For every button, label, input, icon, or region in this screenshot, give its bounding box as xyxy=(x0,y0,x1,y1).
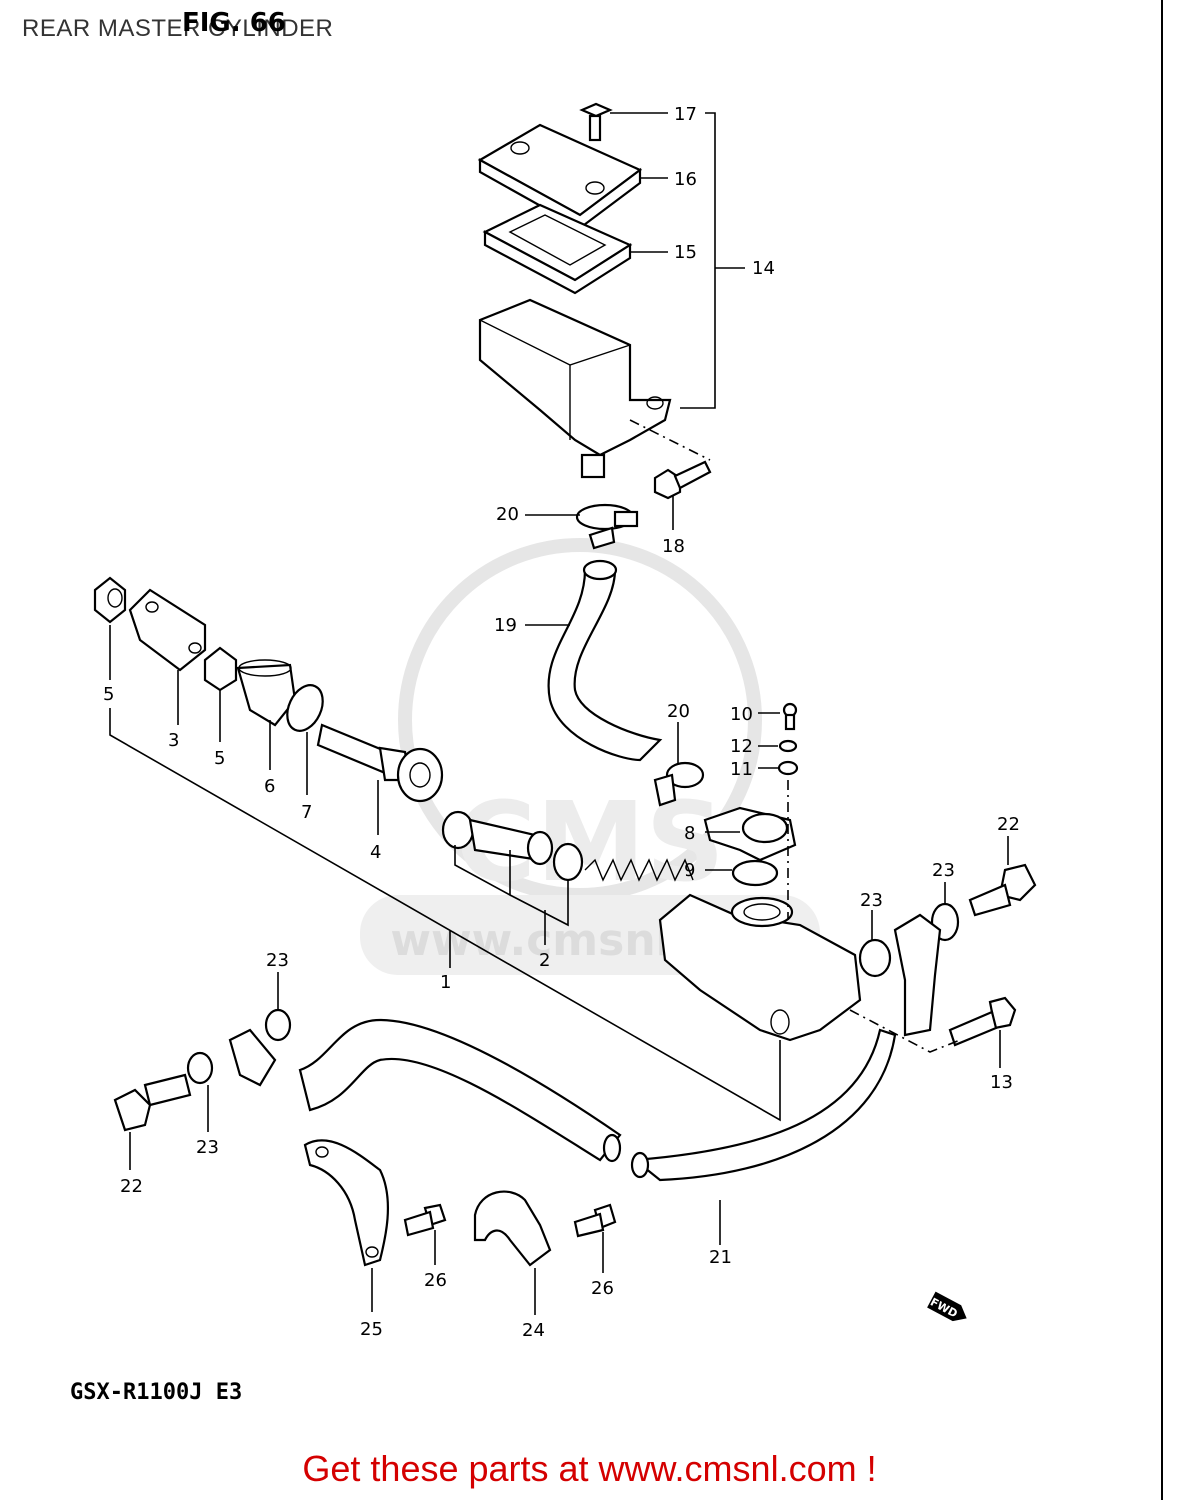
part-union-bolt-22-left xyxy=(113,1073,192,1132)
callout-16: 16 xyxy=(674,169,697,190)
part-reservoir-body xyxy=(478,298,672,479)
callout-20-lower: 20 xyxy=(667,701,690,722)
callout-11: 11 xyxy=(730,759,753,780)
part-clamp-20-upper xyxy=(575,503,639,550)
callout-7: 7 xyxy=(301,802,312,823)
callout-23-left-lower: 23 xyxy=(196,1137,219,1158)
callout-3: 3 xyxy=(168,730,179,751)
part-clamp-20-lower xyxy=(653,761,705,807)
callout-25: 25 xyxy=(360,1319,383,1340)
model-code: GSX-R1100J E3 xyxy=(70,1380,243,1405)
callout-2: 2 xyxy=(539,950,550,971)
forward-arrow-icon: FWD xyxy=(927,1291,967,1322)
part-bracket-25 xyxy=(303,1139,390,1267)
callout-24: 24 xyxy=(522,1320,545,1341)
part-boot-6 xyxy=(236,659,297,727)
part-pushrod-4 xyxy=(316,723,444,803)
callout-26-left: 26 xyxy=(424,1270,447,1291)
part-screw-26-left xyxy=(403,1203,447,1237)
part-spring xyxy=(584,858,694,882)
part-brake-hose-21 xyxy=(630,1028,897,1182)
leader-lines xyxy=(109,112,1009,1315)
part-o-ring-9 xyxy=(731,859,779,887)
callout-12: 12 xyxy=(730,736,753,757)
exploded-view-diagram: CMS www.cmsnl.com xyxy=(93,102,1037,1341)
figure-number: FIG. 66 xyxy=(182,8,286,38)
callout-14: 14 xyxy=(752,258,775,279)
callout-5-left: 5 xyxy=(103,684,114,705)
callout-20-upper: 20 xyxy=(496,504,519,525)
callout-13: 13 xyxy=(990,1072,1013,1093)
part-hose-19 xyxy=(547,559,663,762)
callout-15: 15 xyxy=(674,242,697,263)
part-washer-11 xyxy=(777,760,799,776)
part-washer-23-right-inner xyxy=(858,938,892,978)
callout-9: 9 xyxy=(684,860,695,881)
callout-labels: 17 16 15 14 18 20 19 5 3 5 6 7 4 20 10 1… xyxy=(103,104,1020,1341)
part-bolt-13 xyxy=(948,996,1017,1047)
callout-23-right-outer: 23 xyxy=(932,860,955,881)
callout-19: 19 xyxy=(494,615,517,636)
callout-8: 8 xyxy=(684,823,695,844)
part-washer-12 xyxy=(778,739,798,753)
callout-1: 1 xyxy=(440,972,451,993)
part-diaphragm-15 xyxy=(482,203,633,295)
page-border xyxy=(1161,0,1163,1500)
part-screw-26-right xyxy=(573,1203,617,1238)
callout-22-right: 22 xyxy=(997,814,1020,835)
callout-10: 10 xyxy=(730,704,753,725)
part-piston-seal xyxy=(441,810,584,882)
part-washer-23-left-upper xyxy=(264,1008,292,1042)
page-title: REAR MASTER CYLINDER xyxy=(22,15,334,42)
part-washer-23-left-lower xyxy=(186,1051,214,1085)
footer-link-text[interactable]: Get these parts at www.cmsnl.com ! xyxy=(302,1448,877,1489)
callout-18: 18 xyxy=(662,536,685,557)
callout-26-right: 26 xyxy=(591,1278,614,1299)
callout-21: 21 xyxy=(709,1247,732,1268)
part-screw-10 xyxy=(782,702,798,731)
callout-22-left: 22 xyxy=(120,1176,143,1197)
part-clevis-3 xyxy=(128,588,207,672)
part-nut-5-right xyxy=(203,646,238,692)
part-master-cylinder-body-1 xyxy=(658,893,862,1042)
part-hose-joint-8 xyxy=(703,806,797,862)
part-nut-5-left xyxy=(93,576,127,624)
part-bolt-18 xyxy=(653,460,712,500)
part-reservoir-screw-17 xyxy=(579,102,613,142)
part-clamp-24 xyxy=(473,1190,552,1267)
part-brake-hose-banjo-right xyxy=(893,913,942,1037)
part-reservoir-cap-16 xyxy=(477,123,643,230)
callout-4: 4 xyxy=(370,842,381,863)
part-brake-hose-left xyxy=(228,1018,622,1163)
callout-23-left-upper: 23 xyxy=(266,950,289,971)
callout-6: 6 xyxy=(264,776,275,797)
part-union-bolt-22-right xyxy=(968,863,1037,917)
part-circlip-7 xyxy=(286,684,324,732)
callout-17: 17 xyxy=(674,104,697,125)
callout-23-right-inner: 23 xyxy=(860,890,883,911)
callout-5-right: 5 xyxy=(214,748,225,769)
